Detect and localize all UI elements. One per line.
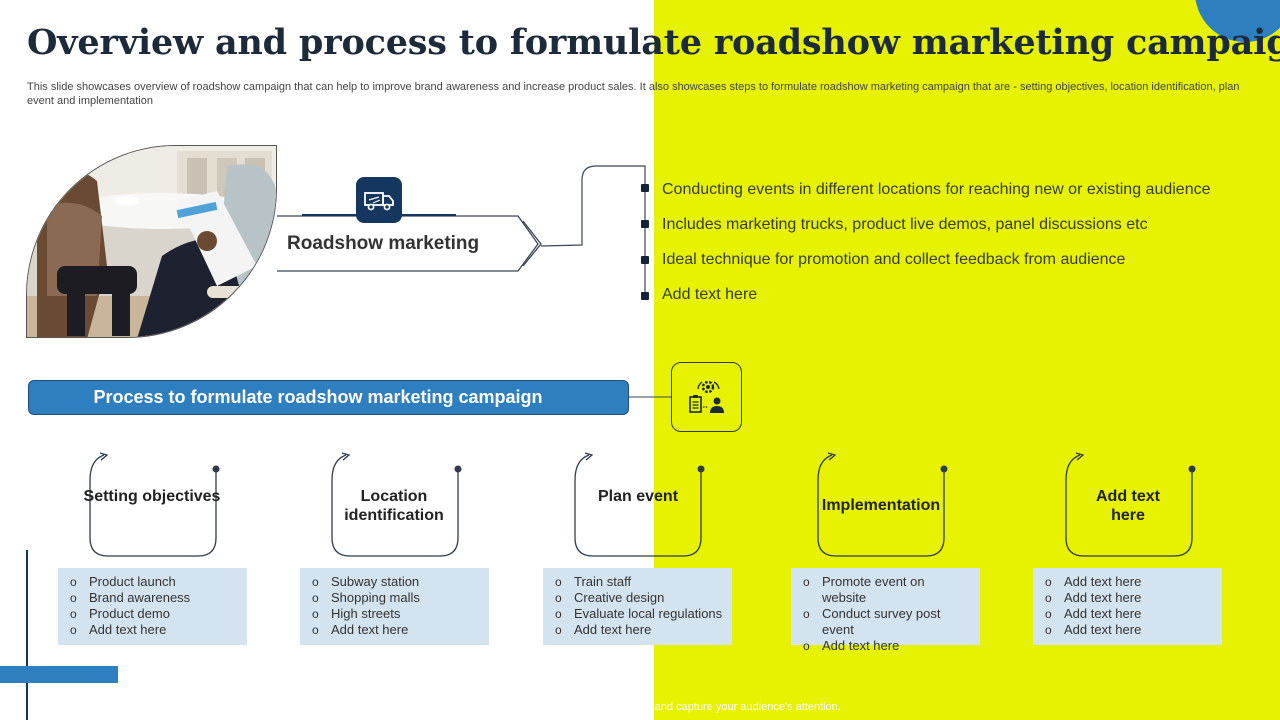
- list-item: Add text here: [1043, 574, 1222, 590]
- list-item: Add text here: [1043, 606, 1222, 622]
- left-accent-line: [26, 550, 28, 720]
- step-loop-arrowhead: [341, 452, 351, 461]
- bullet-marker: [641, 184, 649, 192]
- step-title-implementation: Implementation: [821, 497, 941, 514]
- roadshow-marketing-label: Roadshow marketing: [287, 233, 480, 254]
- step-loop-arrowhead: [99, 452, 109, 461]
- overview-bullet: Includes marketing trucks, product live …: [662, 216, 1148, 233]
- list-item: Add text here: [1043, 590, 1222, 606]
- process-heading: Process to formulate roadshow marketing …: [93, 387, 543, 407]
- step-title-location-identification: Location identification: [344, 488, 444, 524]
- process-settings-icon: [688, 380, 724, 413]
- list-item: Shopping malls: [310, 590, 489, 606]
- overview-bullet: Ideal technique for promotion and collec…: [662, 251, 1126, 268]
- list-item: Brand awareness: [68, 590, 247, 606]
- step-loop-dot: [454, 465, 462, 473]
- list-item: High streets: [310, 606, 489, 622]
- step-loop-outline: [574, 454, 702, 557]
- list-item: Creative design: [553, 590, 732, 606]
- step-loop-arrowhead: [827, 452, 837, 461]
- list-item: Add text here: [801, 638, 971, 654]
- list-item: Subway station: [310, 574, 489, 590]
- overview-bullet: Conducting events in different locations…: [662, 181, 1211, 198]
- step-loop-dot: [697, 465, 705, 473]
- list-item: Evaluate local regulations: [553, 606, 732, 622]
- truck-icon: [364, 192, 394, 211]
- list-item: Add text here: [1043, 622, 1222, 638]
- list-item: Product launch: [68, 574, 247, 590]
- step-box-implementation: Promote event on website Conduct survey …: [791, 568, 980, 654]
- step-title-add-text: Add text here: [1096, 488, 1160, 524]
- step-loop-arrowhead: [1075, 452, 1085, 461]
- bullet-marker: [641, 292, 649, 300]
- bullet-marker: [641, 220, 649, 228]
- left-accent-bar: [0, 666, 118, 683]
- step-box-plan-event: Train staff Creative design Evaluate loc…: [543, 568, 732, 645]
- list-item: Add text here: [68, 622, 247, 638]
- step-box-location-identification: Subway station Shopping malls High stree…: [300, 568, 489, 645]
- slide-title: Overview and process to formulate roadsh…: [27, 22, 1280, 63]
- list-item: Train staff: [553, 574, 732, 590]
- process-icon-box: [671, 362, 742, 432]
- step-loop-dot: [212, 465, 220, 473]
- overview-bullet: Add text here: [662, 286, 758, 303]
- footer-text: ds and capture your audience's attention…: [640, 701, 841, 713]
- step-loop-outline: [817, 454, 945, 557]
- step-loop-outline: [1065, 454, 1193, 557]
- step-title-plan-event: Plan event: [597, 488, 679, 505]
- step-title-setting-objectives: Setting objectives: [83, 488, 221, 505]
- list-item: Conduct survey post event: [801, 606, 971, 638]
- slide-subtitle: This slide showcases overview of roadsho…: [27, 81, 1240, 107]
- list-item: Product demo: [68, 606, 247, 622]
- process-heading-bar: Process to formulate roadshow marketing …: [28, 380, 629, 415]
- step-box-setting-objectives: Product launch Brand awareness Product d…: [58, 568, 247, 645]
- list-item: Promote event on website: [801, 574, 971, 606]
- step-loop-dot: [940, 465, 948, 473]
- bullet-marker: [641, 256, 649, 264]
- step-box-add-text: Add text here Add text here Add text her…: [1033, 568, 1222, 645]
- step-loop-outline: [89, 454, 217, 557]
- step-loop-dot: [1188, 465, 1196, 473]
- step-loop-arrowhead: [584, 452, 594, 461]
- truck-icon-badge: [356, 177, 402, 223]
- list-item: Add text here: [553, 622, 732, 638]
- step-loop-outline: [331, 454, 459, 557]
- list-item: Add text here: [310, 622, 489, 638]
